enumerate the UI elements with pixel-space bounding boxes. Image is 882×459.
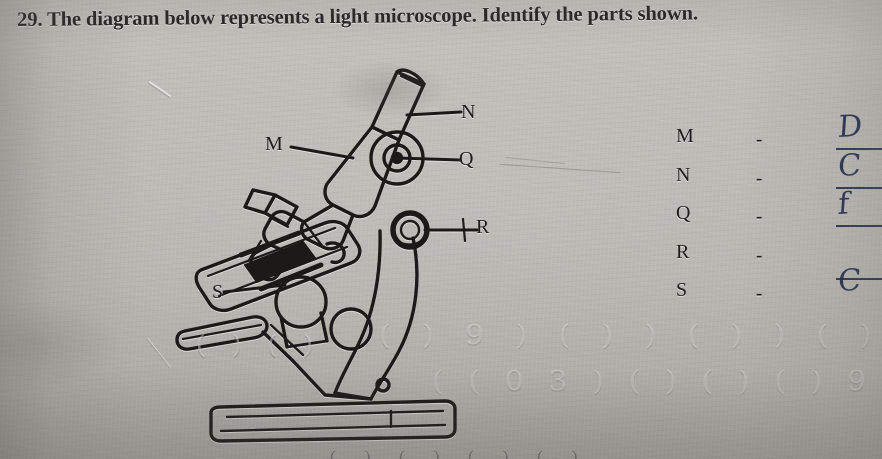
answer-row: Q - f — [676, 187, 882, 242]
callout-label-n: N — [461, 101, 476, 123]
callout-leader-lines — [222, 110, 479, 294]
cut-off-next-question: ( ) ( ) ( ) ( ) — [330, 447, 870, 459]
answer-letter: N — [676, 163, 691, 186]
answer-underline — [836, 186, 882, 189]
fine-adjustment-knob — [390, 210, 430, 250]
handwritten-answer: D — [838, 110, 864, 146]
answer-row: S - C — [676, 264, 882, 319]
answer-row: M - D — [676, 110, 882, 165]
answer-row: R - — [676, 242, 882, 281]
answer-list: M - D N - C Q - f R - S - C — [676, 110, 882, 319]
microscope-arm — [333, 229, 419, 401]
callout-label-m: M — [265, 133, 283, 155]
answer-letter: Q — [676, 202, 691, 224]
answer-dash: - — [756, 129, 763, 150]
mirror-reflector — [175, 315, 305, 363]
answer-dash: - — [756, 206, 763, 227]
answer-letter: S — [676, 279, 688, 301]
base-pillar — [291, 307, 391, 401]
stray-pencil-mark — [148, 80, 172, 98]
answer-letter: R — [676, 240, 690, 263]
answer-dash: - — [756, 283, 763, 304]
answer-dash: - — [756, 244, 763, 266]
cut-off-text: ( ) ( ) ( ) ( ) — [330, 447, 590, 459]
handwritten-answer: C — [838, 264, 863, 300]
answer-dash: - — [756, 167, 763, 189]
callout-label-q: Q — [459, 148, 474, 170]
microscope-drawing-svg — [175, 68, 479, 443]
handwritten-answer — [838, 226, 882, 266]
microscope-stage — [194, 219, 362, 313]
handwritten-answer: C — [838, 148, 863, 184]
answer-underline — [836, 225, 882, 227]
stray-pencil-mark — [146, 337, 172, 368]
callout-label-r: R — [476, 216, 490, 238]
answer-letter: M — [676, 125, 694, 147]
body-tube-shape — [323, 125, 401, 219]
answer-row: N - C — [676, 149, 882, 204]
answer-underline — [836, 148, 882, 150]
handwritten-answer: f — [838, 187, 851, 223]
paper-shadow-left — [0, 300, 120, 390]
microscope-diagram — [175, 55, 535, 445]
callout-label-s: S — [212, 281, 224, 303]
microscope-base — [209, 399, 457, 443]
question-heading: 29. The diagram below represents a light… — [17, 2, 699, 31]
answer-underline — [836, 278, 882, 280]
